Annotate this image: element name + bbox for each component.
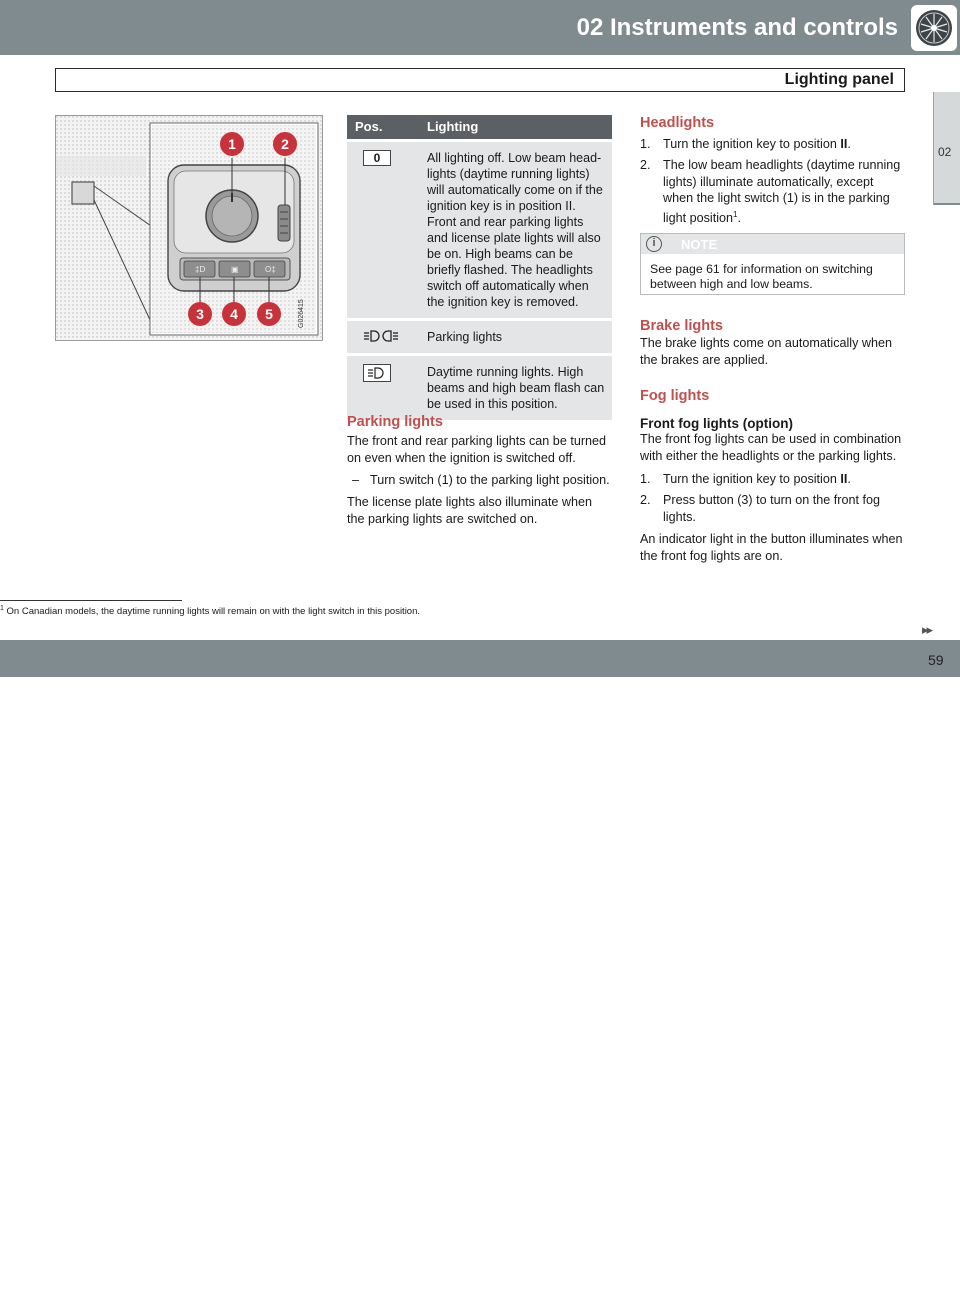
figure-code: G026415 [298,299,305,328]
footnote: 1 On Canadian models, the daytime runnin… [0,605,421,618]
bullet-dash: – [352,473,360,487]
step-number: 2. [640,493,651,507]
footnote-rule [0,600,182,601]
svg-text:3: 3 [196,306,204,322]
chapter-title: 02 Instruments and controls [576,14,898,41]
svg-text:1: 1 [228,136,236,152]
section-title: Lighting panel [784,71,894,88]
col-header-lighting: Lighting [419,115,612,141]
lighting-panel-illustration: ‡D ▣ O‡ G026415 1 2 3 4 5 [56,116,322,340]
callout-3: 3 [188,302,212,326]
headlights-step-2: 2. The low beam headlights (daytime runn… [640,157,905,227]
table-header-row: Pos. Lighting [347,115,612,141]
svg-text:4: 4 [230,306,238,322]
header-bar: 02 Instruments and controls [0,0,960,55]
parking-lights-outro: The license plate lights also illuminate… [347,495,593,526]
fog-lights-outro: An indicator light in the button illumin… [640,532,903,563]
table-cell-symbol [347,318,419,355]
page-number: 59 [928,652,944,668]
off-position-symbol: 0 [363,150,391,166]
table-row: Daytime running lights. High beams and h… [347,353,612,420]
step-number: 1. [640,137,651,151]
svg-text:▣: ▣ [231,265,239,274]
fog-step-1: 1. Turn the ignition key to position II. [640,471,905,488]
table-row: 0 All lighting off. Low beam head-lights… [347,139,612,320]
side-tab-rule [934,203,960,205]
lighting-table: Pos. Lighting 0 All lighting off. Low be… [347,115,612,420]
parking-lights-intro: The front and rear parking lights can be… [347,434,607,465]
fog-step-2: 2. Press button (3) to turn on the front… [640,492,905,526]
note-label: NOTE [681,237,718,252]
note-box: i NOTE See page 61 for information on sw… [640,233,905,295]
callout-5: 5 [257,302,281,326]
note-text: See page 61 for information on switching… [650,262,873,291]
svg-text:‡D: ‡D [195,265,205,274]
svg-text:2: 2 [281,136,289,152]
step-text: The low beam headlights (daytime running… [663,158,901,225]
table-cell-symbol: 0 [347,139,419,320]
volvo-logo-icon [911,5,957,51]
svg-text:O‡: O‡ [265,265,276,274]
side-tab-label: 02 [938,145,952,159]
bullet-text: Turn switch (1) to the parking light pos… [370,473,610,487]
parking-lights-icon [364,330,398,342]
table-cell-text: All lighting off. Low beam head-lights (… [419,139,612,320]
table-cell-text: Daytime running lights. High beams and h… [419,353,612,420]
step-number: 1. [640,472,651,486]
col-header-pos: Pos. [347,115,419,141]
fog-lights-intro: The front fog lights can be used in comb… [640,432,902,463]
next-page-arrows-icon[interactable]: ▸▸ [922,622,933,637]
table-cell-symbol [347,353,419,420]
step-text: Turn the ignition key to position II. [663,472,851,486]
callout-2: 2 [273,132,297,156]
note-header: i NOTE [641,234,904,254]
brake-lights-text: The brake lights come on automatically w… [640,336,893,367]
fog-lights-heading: Fog lights [640,388,710,404]
figure-callouts: 1 2 3 4 5 [188,132,297,326]
footer-bar: carmanualsonline.info [0,640,960,1308]
watermark: carmanualsonline.info [555,1281,821,1308]
step-text: Press button (3) to turn on the front fo… [663,493,881,524]
chapter-side-tab[interactable]: 02 [933,92,960,205]
headlight-icon [363,364,391,382]
headlights-step-1: 1. Turn the ignition key to position II. [640,136,905,153]
headlights-heading: Headlights [640,115,715,131]
parking-lights-bullet: – Turn switch (1) to the parking light p… [347,472,612,489]
table-row: Parking lights [347,318,612,355]
section-bar: Lighting panel [55,68,905,92]
svg-text:5: 5 [265,306,273,322]
lighting-panel-figure: ‡D ▣ O‡ G026415 1 2 3 4 5 [55,115,323,341]
step-text: Turn the ignition key to position II. [663,137,851,151]
callout-1: 1 [220,132,244,156]
step-number: 2. [640,158,651,172]
front-fog-subheading: Front fog lights (option) [640,416,793,431]
callout-4: 4 [222,302,246,326]
parking-lights-heading: Parking lights [347,414,443,430]
info-icon: i [646,236,662,252]
table-cell-text: Parking lights [419,318,612,355]
brake-lights-heading: Brake lights [640,318,723,334]
